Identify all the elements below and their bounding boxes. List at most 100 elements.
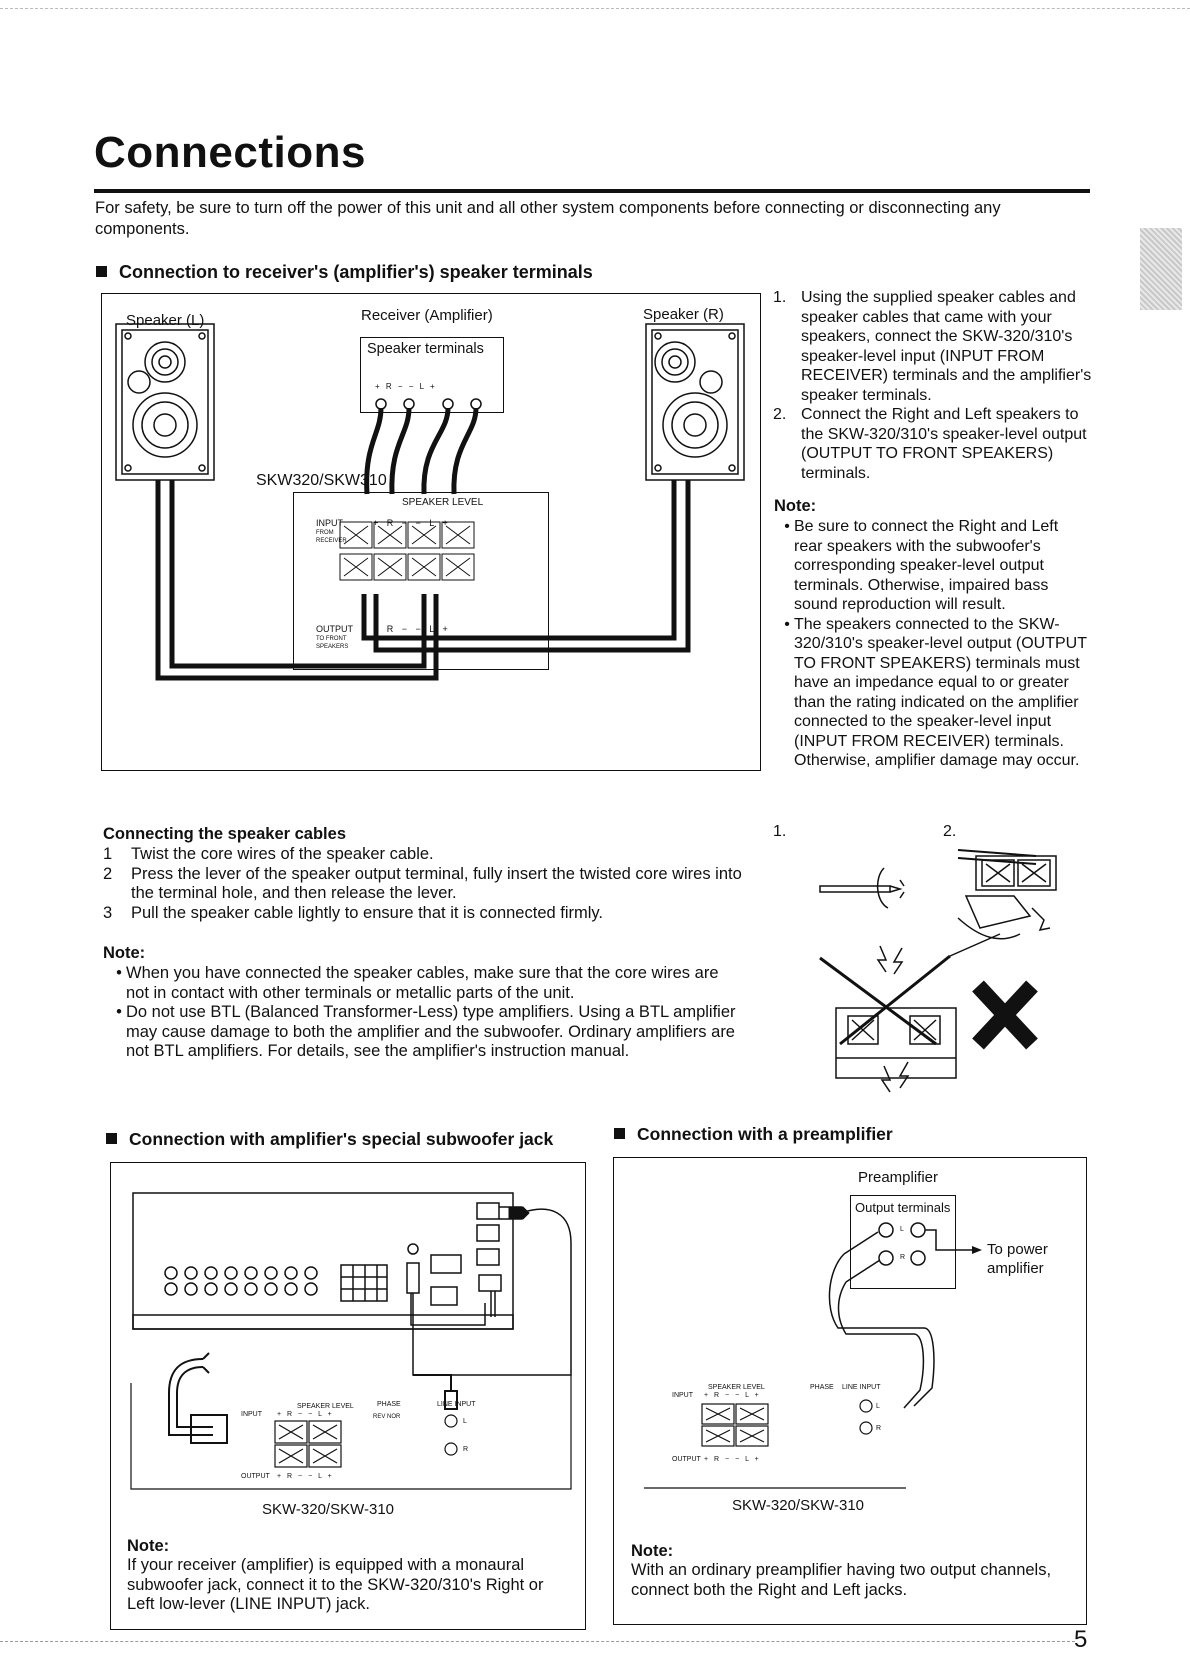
sw-jack-l-label: L bbox=[463, 1418, 467, 1425]
sw-line-input-label: LINE INPUT bbox=[437, 1401, 476, 1408]
section-heading-text: Connection to receiver's (amplifier's) s… bbox=[119, 262, 593, 282]
terminal-lever-icon bbox=[949, 849, 1057, 957]
pre-unit-jack-l-label: L bbox=[876, 1403, 880, 1410]
sw-note-heading: Note: bbox=[127, 1537, 170, 1555]
pre-unit-jack-r-label: R bbox=[876, 1425, 882, 1432]
unit-rear-panel: SPEAKER LEVEL INPUT FROM RECEIVER + R − … bbox=[293, 492, 549, 670]
note-text: Do not use BTL (Balanced Transformer-Les… bbox=[126, 1003, 736, 1060]
receiver-posts bbox=[375, 398, 482, 410]
bullet-square-icon bbox=[614, 1128, 625, 1139]
from-receiver-label: FROM RECEIVER bbox=[316, 530, 347, 544]
step-text: Connect the Right and Left speakers to t… bbox=[801, 406, 1087, 482]
step-number: 3 bbox=[103, 903, 113, 922]
to-power-amp-label: To power amplifier bbox=[987, 1241, 1048, 1277]
step-number: 2 bbox=[103, 864, 113, 883]
note-text: When you have connected the speaker cabl… bbox=[126, 964, 719, 1002]
page-title: Connections bbox=[94, 128, 366, 177]
sw-phase-label: PHASE bbox=[377, 1401, 401, 1408]
wrong-x-icon bbox=[972, 980, 1038, 1050]
receiver-label: Receiver (Amplifier) bbox=[361, 307, 493, 324]
page-number: 5 bbox=[1074, 1626, 1088, 1653]
step-text: Pull the speaker cable lightly to ensure… bbox=[131, 903, 604, 922]
pre-output-marks: + R − − L + bbox=[704, 1456, 761, 1463]
sw-note-text: If your receiver (amplifier) is equipped… bbox=[127, 1556, 544, 1613]
preamp-unit-panel bbox=[644, 1399, 906, 1489]
pre-input-label: INPUT bbox=[672, 1392, 693, 1399]
section1-steps: 1. Using the supplied speaker cables and… bbox=[773, 288, 1093, 483]
pre-phase-label: PHASE bbox=[810, 1384, 834, 1391]
note-text: Be sure to connect the Right and Left re… bbox=[794, 518, 1059, 613]
speaker-level-label: SPEAKER LEVEL bbox=[402, 497, 484, 508]
cable-insertion-figures bbox=[819, 849, 1057, 1093]
step-text: Using the supplied speaker cables and sp… bbox=[801, 289, 1092, 404]
pre-output-label: OUTPUT bbox=[672, 1456, 701, 1463]
step-text: Twist the core wires of the speaker cabl… bbox=[131, 845, 434, 863]
sw-rev-nor-label: REV NOR bbox=[373, 1414, 401, 1420]
pre-note-heading: Note: bbox=[631, 1542, 674, 1560]
speaker-r-icon bbox=[645, 323, 745, 481]
wrong-contact-icon bbox=[819, 945, 957, 1093]
to-front-speakers-label: TO FRONT SPEAKERS bbox=[316, 636, 349, 650]
cables-note-heading: Note: bbox=[103, 944, 146, 962]
step-2: 2. Connect the Right and Left speakers t… bbox=[773, 405, 1093, 483]
sw-input-label: INPUT bbox=[241, 1411, 262, 1418]
pre-line-input-label: LINE INPUT bbox=[842, 1384, 881, 1391]
unit-terminal-grid bbox=[339, 521, 475, 581]
sw-unit-caption: SKW-320/SKW-310 bbox=[262, 1501, 395, 1518]
note-item: •Do not use BTL (Balanced Transformer-Le… bbox=[116, 1003, 736, 1060]
section1-notes: •Be sure to connect the Right and Left r… bbox=[780, 517, 1088, 771]
footer-line bbox=[0, 1641, 1075, 1642]
section-heading-subwoofer-jack: Connection with amplifier's special subw… bbox=[106, 1129, 553, 1150]
preamp-label: Preamplifier bbox=[858, 1169, 939, 1186]
section-heading-preamplifier: Connection with a preamplifier bbox=[614, 1124, 893, 1145]
step-number: 1 bbox=[103, 845, 113, 863]
note-item: •When you have connected the speaker cab… bbox=[112, 964, 737, 1003]
subwoofer-jack-diagram bbox=[130, 1192, 572, 1490]
cables-notes: •When you have connected the speaker cab… bbox=[112, 964, 737, 1062]
preamp-jack-r-label: R bbox=[900, 1254, 906, 1261]
preamp-jack-l-label: L bbox=[900, 1226, 904, 1233]
amplifier-rear-panel-icon bbox=[132, 1192, 572, 1376]
output-label: OUTPUT bbox=[316, 624, 353, 634]
receiver-terminal-block: Speaker terminals + R − − L + bbox=[360, 337, 504, 413]
unit-label: SKW320/SKW310 bbox=[256, 472, 387, 489]
bullet-square-icon bbox=[106, 1133, 117, 1144]
cable-step-3: 3 Pull the speaker cable lightly to ensur… bbox=[103, 904, 743, 924]
pre-speaker-level-label: SPEAKER LEVEL bbox=[708, 1384, 765, 1391]
preamp-terminal-box: Output terminals bbox=[850, 1195, 956, 1289]
speaker-r-label: Speaker (R) bbox=[643, 306, 724, 323]
preamplifier-diagram bbox=[644, 1222, 982, 1489]
section1-note-heading: Note: bbox=[774, 497, 817, 515]
subwoofer-jack-box: SPEAKER LEVEL PHASE LINE INPUT REV NOR I… bbox=[110, 1162, 586, 1630]
section-heading-text: Connection with amplifier's special subw… bbox=[129, 1129, 554, 1149]
input-label: INPUT bbox=[316, 518, 343, 528]
sw-input-marks: + R − − L + bbox=[277, 1411, 334, 1418]
bullet-square-icon bbox=[96, 266, 107, 277]
receiver-to-unit-cables bbox=[364, 407, 479, 495]
thumb-index-tab bbox=[1140, 228, 1182, 310]
power-plug-icon bbox=[508, 1206, 530, 1220]
sw-output-label: OUTPUT bbox=[241, 1473, 270, 1480]
step-text: Press the lever of the speaker output te… bbox=[131, 864, 742, 903]
speaker-wiring-svg bbox=[115, 323, 745, 681]
input-marks: + R − − L + bbox=[373, 518, 451, 528]
speaker-terminals-label: Speaker terminals bbox=[367, 341, 484, 357]
note-item: •Be sure to connect the Right and Left r… bbox=[780, 517, 1088, 615]
section-heading-speaker-terminals: Connection to receiver's (amplifier's) s… bbox=[96, 262, 593, 283]
step-number: 1. bbox=[773, 289, 787, 306]
preamp-jacks bbox=[828, 1222, 972, 1409]
receiver-terminal-marks: + R − − L + bbox=[375, 382, 437, 391]
arrow-right-icon bbox=[972, 1246, 982, 1254]
step-number: 2. bbox=[773, 406, 787, 423]
unit-to-speaker-cables bbox=[155, 480, 691, 681]
title-rule bbox=[94, 189, 1090, 193]
output-terminals-label: Output terminals bbox=[855, 1200, 951, 1215]
cable-step-2: 2 Press the lever of the speaker output t… bbox=[103, 865, 743, 904]
cables-heading: Connecting the speaker cables bbox=[103, 825, 346, 843]
speaker-connection-diagram: Speaker (L) Receiver (Amplifier) Speaker… bbox=[101, 293, 761, 771]
fig-label-1: 1. bbox=[773, 823, 787, 840]
section-heading-text: Connection with a preamplifier bbox=[637, 1124, 893, 1144]
scan-artifact-line bbox=[0, 8, 1190, 10]
intro-text: For safety, be sure to turn off the powe… bbox=[95, 199, 1001, 238]
unit-panel-small bbox=[130, 1375, 572, 1490]
